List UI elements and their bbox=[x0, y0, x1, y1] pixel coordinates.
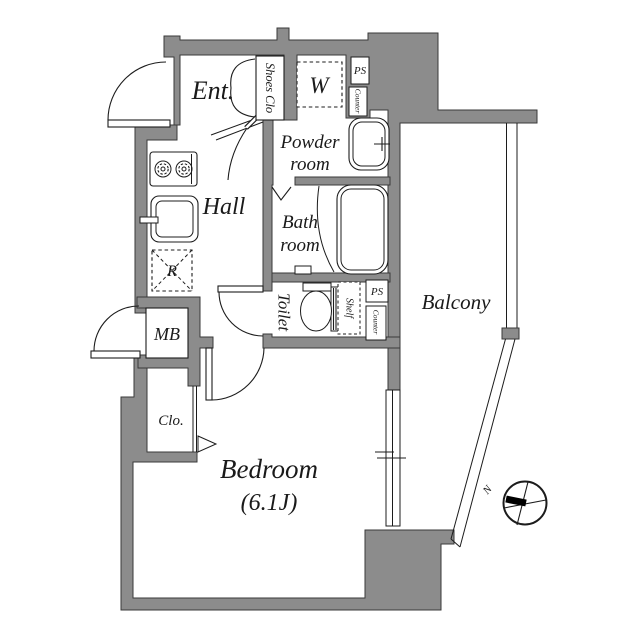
bath-folding-door bbox=[271, 186, 292, 201]
balcony-railing-post bbox=[501, 327, 520, 340]
toilet-icon bbox=[300, 282, 345, 332]
counter-top-box bbox=[348, 86, 368, 117]
shoes-closet-box bbox=[255, 55, 285, 121]
room-label-powder-2: room bbox=[290, 154, 329, 175]
label-meter-box: MB bbox=[153, 324, 180, 344]
bedroom-door-swing bbox=[211, 347, 265, 401]
label-bedroom-area: (6.1J) bbox=[241, 490, 298, 516]
meter-box bbox=[145, 307, 189, 359]
label-pipe-space-top: PS bbox=[353, 65, 367, 77]
compass-icon: N bbox=[480, 480, 548, 526]
kitchen-sink-icon bbox=[139, 195, 199, 243]
refrigerator-space-box bbox=[151, 249, 193, 292]
shoes-closet-bifold-doors bbox=[230, 58, 256, 118]
label-refrigerator: R bbox=[166, 263, 177, 280]
room-label-balcony: Balcony bbox=[422, 290, 491, 314]
bathroom-curve bbox=[316, 185, 335, 273]
room-label-bedroom: Bedroom bbox=[220, 454, 318, 484]
wall-hall-wet-column bbox=[262, 116, 274, 292]
label-pipe-space-mid: PS bbox=[370, 286, 384, 298]
room-label-bath-2: room bbox=[280, 235, 319, 256]
entrance-door-swing bbox=[107, 61, 167, 121]
toilet-door-swing bbox=[218, 291, 264, 337]
entrance-step-line bbox=[215, 121, 264, 141]
powder-door-swing bbox=[227, 127, 248, 181]
compass-north-pointer bbox=[505, 495, 527, 507]
label-shelf: Shelf bbox=[344, 298, 355, 319]
label-washer: W bbox=[309, 73, 330, 98]
room-label-powder-1: Powder bbox=[279, 132, 340, 153]
pipe-space-top-box bbox=[350, 56, 370, 85]
meter-box-door-swing bbox=[93, 305, 140, 352]
wall-left-bottom-complex bbox=[120, 356, 455, 611]
wall-left-upper bbox=[134, 124, 178, 314]
balcony-railing bbox=[450, 123, 520, 548]
room-label-shoes-closet: Shoes Clo bbox=[263, 63, 277, 113]
washer-space-box bbox=[296, 61, 343, 108]
room-label-toilet: Toilet bbox=[275, 293, 294, 332]
meter-box-door-leaf bbox=[90, 350, 141, 359]
bedroom-door-leaf bbox=[205, 347, 213, 401]
fixture-layer bbox=[139, 55, 390, 359]
room-label-entrance: Ent. bbox=[191, 76, 235, 105]
wall-layer bbox=[120, 27, 538, 611]
room-label-hall: Hall bbox=[202, 194, 246, 220]
closet-open-arrow bbox=[197, 435, 218, 453]
toilet-door-leaf bbox=[217, 285, 264, 293]
washbasin-icon bbox=[348, 117, 390, 171]
room-label-bath-1: Bath bbox=[282, 212, 318, 233]
label-counter-top: Counter bbox=[354, 89, 363, 114]
label-counter-mid: Counter bbox=[372, 310, 381, 335]
pipe-space-mid-box bbox=[365, 279, 389, 303]
wall-bath-toilet-divider bbox=[271, 272, 391, 283]
door-layer bbox=[90, 58, 292, 453]
compass-north-label: N bbox=[480, 483, 495, 498]
shelf-box bbox=[337, 281, 361, 335]
label-layer: Ent. Shoes Clo W PS Counter Powder room … bbox=[153, 63, 491, 516]
stove-icon bbox=[149, 151, 198, 187]
counter-mid-box bbox=[365, 305, 387, 341]
bathtub-icon bbox=[336, 184, 389, 275]
entrance-door-leaf bbox=[107, 119, 171, 128]
bath-step bbox=[294, 265, 312, 275]
wall-powder-bottom bbox=[294, 176, 391, 186]
bedroom-balcony-window bbox=[375, 389, 406, 527]
room-label-closet: Clo. bbox=[158, 413, 183, 429]
